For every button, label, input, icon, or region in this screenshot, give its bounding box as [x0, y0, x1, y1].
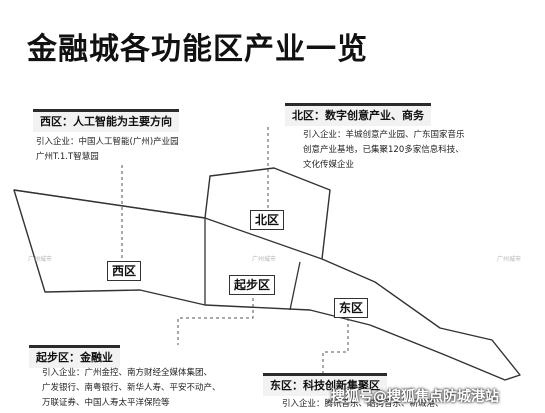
zone-desc-west: 引入企业：中国人工智能(广州)产业园 广州T.1.T智慧园 — [36, 137, 179, 162]
tag-bar — [29, 345, 120, 348]
district-outline — [13, 167, 521, 381]
page-title: 金融城各功能区产业一览 — [27, 32, 368, 67]
district-label-east: 东区 — [334, 298, 369, 318]
zone-desc-start: 引入企业：广州金控、南方财经全媒体集团、 广发银行、南粤银行、新华人寿、平安不动… — [42, 368, 221, 408]
zone-tag-north: 北区：数字创意产业、商务 — [285, 103, 431, 126]
district-label-start: 起步区 — [229, 275, 276, 295]
zone-tag-start-text: 起步区：金融业 — [36, 351, 113, 364]
boundary-road — [13, 189, 323, 260]
zone-desc-north: 引入企业：羊城创意产业园、广东国家音乐 创意产业基地，已集聚120多家信息科技、… — [303, 130, 465, 170]
watermark-small-1: 广州城市 — [28, 256, 53, 263]
zone-tag-north-text: 北区：数字创意产业、商务 — [292, 109, 424, 122]
zone-desc-east: 引入企业：腾讯音乐、酷狗音乐、新城港、 — [282, 399, 444, 409]
boundary-start-east — [289, 261, 301, 311]
zone-tag-west: 西区：人工智能为主要方向 — [33, 109, 179, 132]
district-label-north: 北区 — [250, 210, 285, 230]
zone-tag-east-text: 东区：科技创新集聚区 — [270, 379, 380, 392]
tag-bar — [285, 103, 431, 106]
district-label-west: 西区 — [107, 261, 142, 281]
watermark-small-2: 广州城市 — [252, 256, 277, 263]
tag-bar — [263, 373, 387, 376]
watermark-small-3: 广州城市 — [497, 256, 522, 263]
leader-start — [177, 292, 254, 345]
leader-east — [322, 312, 349, 374]
zone-tag-west-text: 西区：人工智能为主要方向 — [40, 115, 172, 128]
source-watermark: 搜狐号@搜狐焦点防城港站 — [331, 389, 499, 405]
tag-bar — [33, 109, 179, 112]
zone-tag-east: 东区：科技创新集聚区 — [263, 373, 387, 396]
zone-tag-start: 起步区：金融业 — [29, 345, 120, 368]
